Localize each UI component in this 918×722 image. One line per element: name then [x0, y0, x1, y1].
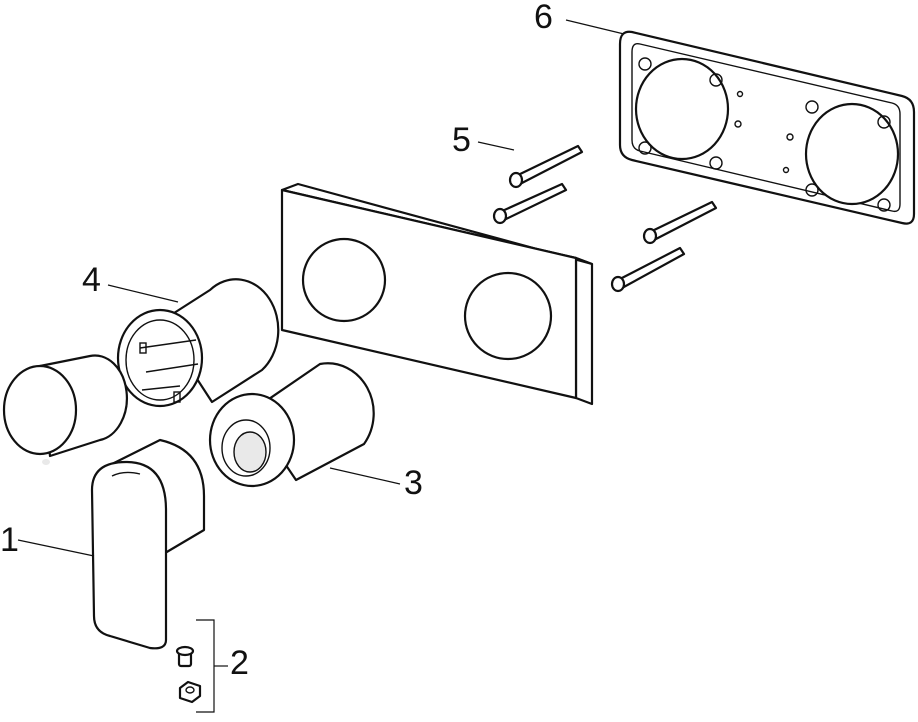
cover-plate: [280, 182, 594, 406]
screw-1: [508, 144, 584, 189]
part-6-mounting-bracket: [618, 30, 916, 225]
label-part-6: 6: [534, 0, 553, 36]
screw-2: [492, 182, 568, 225]
part-3-sleeve: [208, 362, 375, 488]
knob-cap: [2, 354, 128, 465]
label-part-1: 1: [0, 521, 19, 559]
screw-4: [610, 246, 686, 293]
label-part-2: 2: [230, 644, 249, 682]
label-part-3: 3: [404, 464, 423, 502]
part-1-lever-handle: [90, 438, 206, 650]
label-part-4: 4: [82, 261, 101, 299]
screw-3: [642, 200, 718, 245]
leader-lines: [17, 19, 625, 713]
part-5-screws: [492, 144, 718, 293]
part-2-screw-and-nut: [175, 645, 202, 704]
label-part-5: 5: [452, 121, 471, 159]
part-4-threaded-sleeve: [116, 278, 280, 408]
